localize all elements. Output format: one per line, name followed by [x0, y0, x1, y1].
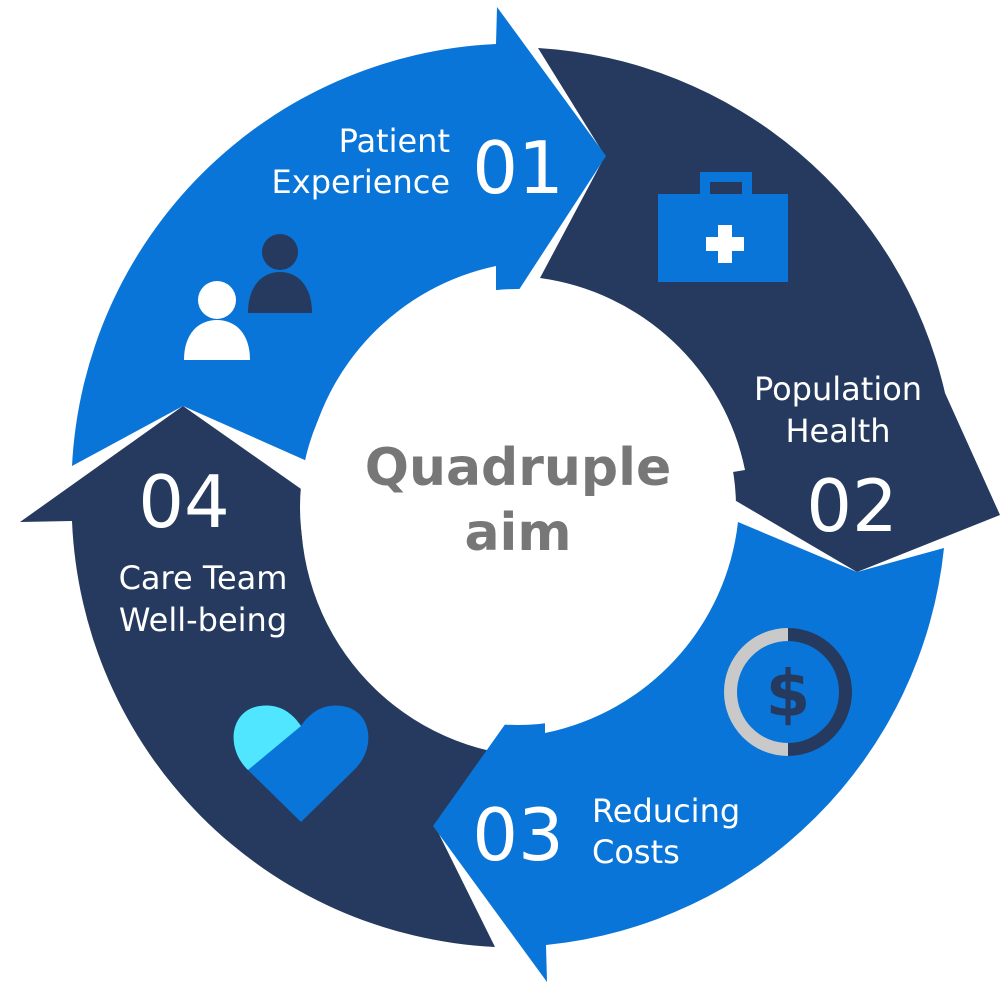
segment-02-arrow	[538, 48, 1000, 572]
segment-03-label-line2: Costs	[592, 833, 680, 871]
dollar-coin-icon: $	[724, 628, 852, 756]
heart-icon	[233, 705, 369, 822]
segment-02-number: 02	[806, 464, 898, 548]
segment-01-number: 01	[472, 126, 564, 210]
center-title-line1: Quadruple	[365, 438, 672, 498]
segment-04-number: 04	[138, 460, 230, 544]
segment-02-label-line2: Health	[785, 412, 890, 450]
segment-01-label-line2: Experience	[272, 163, 450, 201]
segment-03-label-line1: Reducing	[592, 792, 740, 830]
dollar-sign: $	[766, 658, 811, 732]
segment-04-label-line2: Well-being	[119, 601, 287, 639]
segment-01-label-line1: Patient	[339, 122, 450, 160]
center-disc	[300, 289, 736, 725]
people-icon	[184, 234, 312, 360]
segment-02-label-line1: Population	[754, 370, 922, 408]
center-title-line2: aim	[464, 503, 571, 563]
segment-04-arrow	[20, 406, 548, 947]
medical-kit-icon	[658, 172, 788, 282]
segment-03-number: 03	[472, 793, 564, 877]
segment-04-label-line1: Care Team	[119, 559, 288, 597]
